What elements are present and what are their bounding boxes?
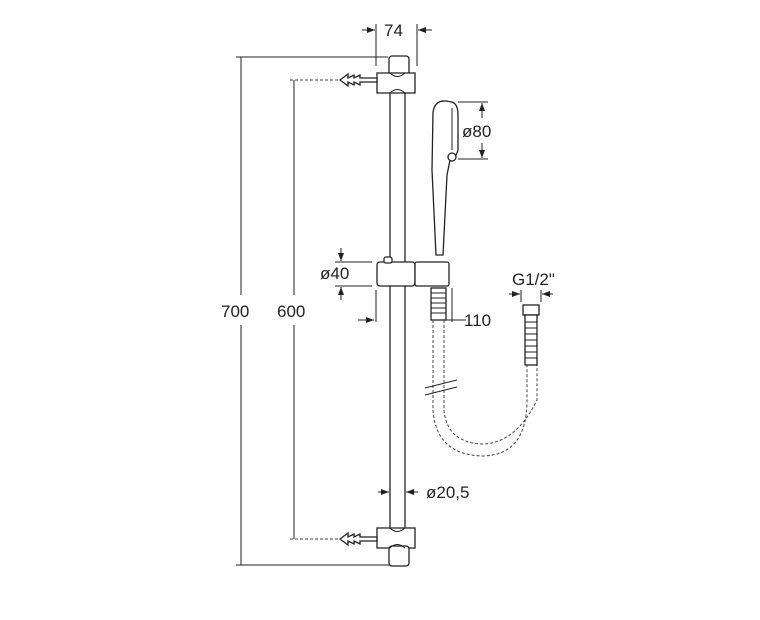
dimension-74: 74	[362, 21, 432, 66]
label-74: 74	[384, 21, 403, 40]
label-110: 110	[464, 311, 491, 330]
dimension-700: 700	[221, 56, 392, 566]
top-bracket	[338, 55, 416, 94]
bottom-bracket	[338, 527, 416, 567]
label-g-half: G1/2"	[512, 270, 555, 289]
label-o80: ø80	[462, 122, 491, 141]
rail	[389, 89, 406, 536]
wall-plug-top	[338, 72, 378, 88]
label-600: 600	[277, 302, 305, 321]
label-o40: ø40	[320, 264, 349, 283]
dimension-rail-diameter: ø20,5	[378, 483, 469, 502]
dimension-600: 600	[277, 79, 340, 540]
label-700: 700	[221, 302, 249, 321]
hose: 110 G1/2"	[358, 270, 555, 457]
wall-plug-bottom	[338, 531, 378, 547]
slider: ø40	[320, 248, 450, 300]
handshower: ø80	[431, 100, 491, 256]
label-o20-5: ø20,5	[426, 483, 469, 502]
